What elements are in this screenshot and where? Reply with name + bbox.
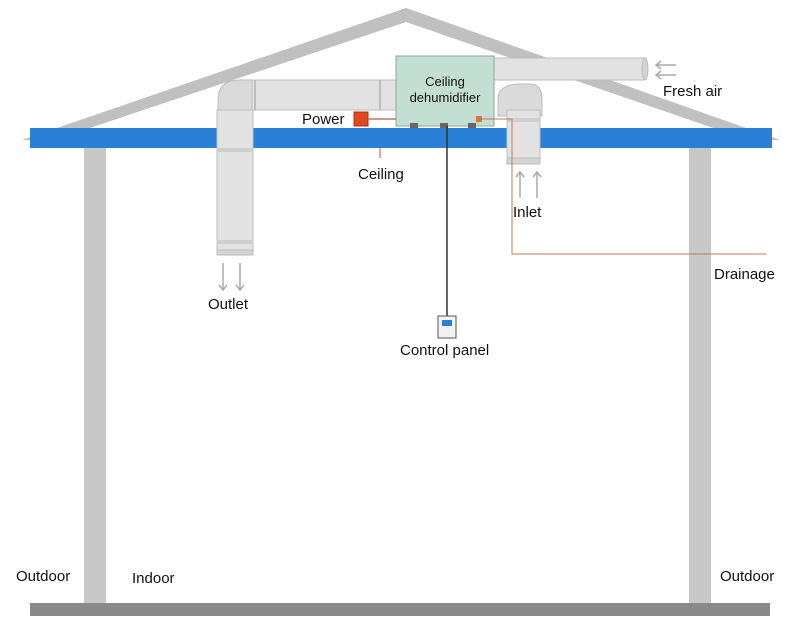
right-wall [689, 148, 711, 604]
outdoor-left-label: Outdoor [16, 568, 70, 585]
outlet-duct-vertical [216, 109, 254, 256]
indoor-label: Indoor [132, 570, 175, 587]
outlet-arrows [218, 263, 245, 292]
control-panel [437, 315, 457, 339]
floor [30, 603, 770, 616]
power-box [353, 111, 369, 127]
power-source: Power [302, 111, 396, 128]
drainage-line [476, 116, 766, 255]
outdoor-right-label: Outdoor [720, 568, 774, 585]
unit-label-line2: dehumidifier [410, 90, 481, 105]
fresh-air-arrows [654, 60, 676, 80]
fresh-air-duct [489, 57, 649, 81]
outlet-duct-horizontal [217, 79, 399, 111]
ceiling-beam [30, 128, 772, 148]
drainage-label: Drainage [714, 266, 775, 283]
unit-label-line1: Ceiling [425, 74, 465, 89]
fresh-air-label: Fresh air [663, 83, 722, 100]
control-panel-label: Control panel [400, 342, 489, 359]
dehumidifier-unit: Ceiling dehumidifier [395, 55, 495, 128]
inlet-arrows [515, 170, 542, 198]
inlet-duct [497, 83, 543, 165]
ceiling-label: Ceiling [358, 166, 404, 183]
outlet-label: Outlet [208, 296, 249, 313]
power-label: Power [302, 111, 345, 128]
walls [84, 148, 711, 604]
left-wall [84, 148, 106, 604]
inlet-label: Inlet [513, 204, 542, 221]
